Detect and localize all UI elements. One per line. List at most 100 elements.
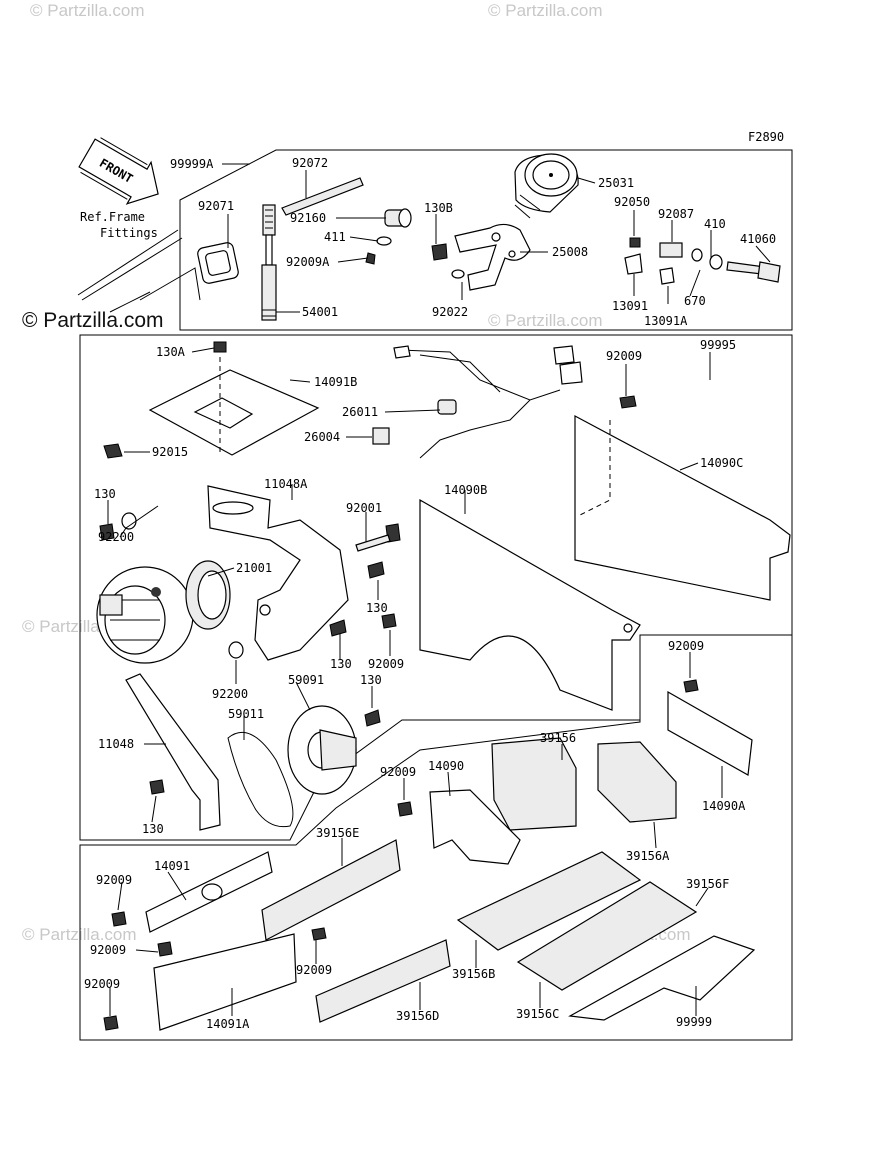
alternator-part xyxy=(96,560,231,664)
insulation-block-part xyxy=(315,939,451,1023)
insulation-block-part xyxy=(597,741,677,823)
part-label: 411 xyxy=(324,230,346,244)
part-label: 99999A xyxy=(170,157,214,171)
part-label: 92022 xyxy=(432,305,468,319)
part-label: 14091B xyxy=(314,375,357,389)
part-label: 92009 xyxy=(84,977,120,991)
bolt-part xyxy=(431,243,448,261)
part-label: 14090 xyxy=(428,759,464,773)
part-label: 92009 xyxy=(380,765,416,779)
part-label: 130A xyxy=(156,345,186,359)
part-label: 99995 xyxy=(700,338,736,352)
bolt-part xyxy=(367,561,385,579)
cover-part xyxy=(429,789,521,865)
bolt-part xyxy=(619,395,637,409)
bolt-part xyxy=(157,941,173,957)
dashed-line xyxy=(579,420,611,516)
part-label: 14090A xyxy=(702,799,746,813)
part-label: 25031 xyxy=(598,176,634,190)
part-label: 39156 xyxy=(540,731,576,745)
part-label: 92009 xyxy=(606,349,642,363)
watermark-strong: © Partzilla.com xyxy=(22,309,164,332)
middle-group-box xyxy=(79,334,793,841)
part-label: 39156E xyxy=(316,826,359,840)
part-label: 92009A xyxy=(286,255,330,269)
panel-part xyxy=(419,498,641,711)
part-label: 13091 xyxy=(612,299,648,313)
right-group-box xyxy=(79,634,793,1041)
part-label: 39156F xyxy=(686,877,729,891)
ref-frame-label: Fittings xyxy=(100,226,158,240)
bolt-part xyxy=(103,1015,119,1031)
part-label: 59011 xyxy=(228,707,264,721)
part-label: 26004 xyxy=(304,430,340,444)
bolt-part xyxy=(397,801,413,817)
wiring-harness-part xyxy=(372,345,583,459)
part-label: 92072 xyxy=(292,156,328,170)
bolt-part xyxy=(213,341,227,353)
nut-part xyxy=(629,237,641,248)
part-label: 92071 xyxy=(198,199,234,213)
part-label: 39156B xyxy=(452,967,495,981)
meter-cable-part xyxy=(261,204,277,321)
watermark: © Partzilla.com xyxy=(488,311,603,330)
bolt-part xyxy=(364,709,381,727)
part-label: 54001 xyxy=(302,305,338,319)
part-label: 39156A xyxy=(626,849,670,863)
bolt-part xyxy=(355,523,401,552)
strap-part xyxy=(281,177,364,216)
part-label: 92160 xyxy=(290,211,326,225)
insulation-sheet-part xyxy=(516,881,698,991)
part-label: 39156C xyxy=(516,1007,559,1021)
rubber-pad-part xyxy=(197,242,239,284)
bolt-part xyxy=(329,619,347,637)
part-label: 39156D xyxy=(396,1009,439,1023)
watermark: © Partzilla.com xyxy=(22,925,137,944)
tachometer-part xyxy=(514,153,579,219)
front-arrow-icon: FRONT xyxy=(78,137,159,205)
watermark: © Partzilla.com xyxy=(30,1,145,20)
part-label: 26011 xyxy=(342,405,378,419)
part-label: 92009 xyxy=(368,657,404,671)
frame-bar xyxy=(77,229,201,313)
part-label: 25008 xyxy=(552,245,588,259)
part-label: 92009 xyxy=(668,639,704,653)
bolt-part xyxy=(683,679,699,693)
part-label: 130 xyxy=(360,673,382,687)
part-label: 670 xyxy=(684,294,706,308)
part-label: 41060 xyxy=(740,232,776,246)
part-label: 92009 xyxy=(90,943,126,957)
leader-lines xyxy=(107,163,771,1016)
v-belt-part xyxy=(227,731,294,828)
part-label: 92015 xyxy=(152,445,188,459)
part-label: 59091 xyxy=(288,673,324,687)
figure-code: F2890 xyxy=(748,130,784,144)
part-label: 410 xyxy=(704,217,726,231)
part-labels: 99999A 92072 25031 92071 92160 130B 411 … xyxy=(84,156,776,1031)
nut-part xyxy=(103,443,123,459)
clip-part xyxy=(624,253,643,275)
part-label: 14091 xyxy=(154,859,190,873)
insulation-sheet-part xyxy=(456,851,642,951)
part-label: 92200 xyxy=(212,687,248,701)
part-label: 130 xyxy=(330,657,352,671)
part-label: 92200 xyxy=(98,530,134,544)
part-label: 11048 xyxy=(98,737,134,751)
pulley-part xyxy=(287,705,357,795)
bolt-part xyxy=(111,911,127,927)
ref-frame-label: Ref.Frame xyxy=(80,210,145,224)
part-label: 92001 xyxy=(346,501,382,515)
part-label: 11048A xyxy=(264,477,308,491)
insulation-block-part xyxy=(261,839,401,941)
plate-part xyxy=(148,357,320,456)
insulation-block-part xyxy=(491,737,577,831)
part-label: 92009 xyxy=(96,873,132,887)
part-label: 92087 xyxy=(658,207,694,221)
part-label: 99999 xyxy=(676,1015,712,1029)
part-label: 21001 xyxy=(236,561,272,575)
cover-part xyxy=(153,933,297,1031)
panel-part xyxy=(667,690,753,776)
part-label: 130 xyxy=(142,822,164,836)
clip-part xyxy=(659,267,675,285)
